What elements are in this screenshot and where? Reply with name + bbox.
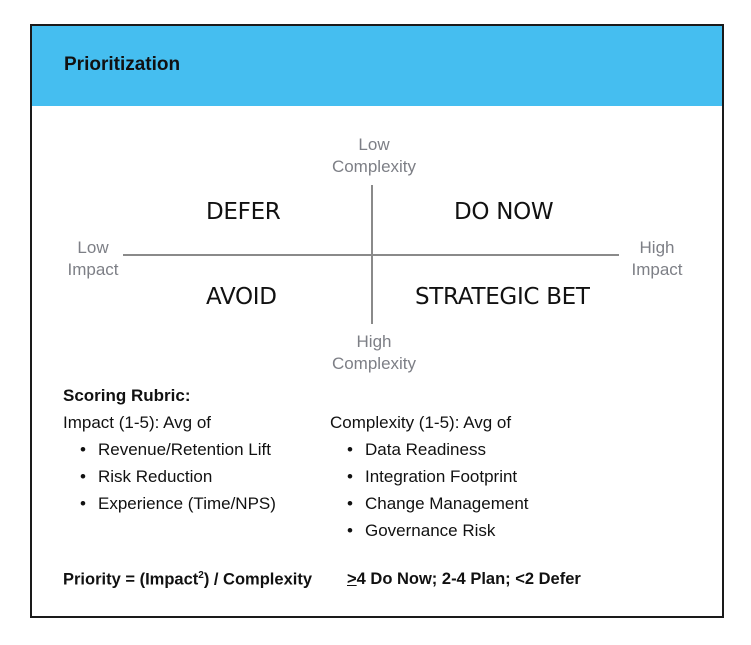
list-item: • Revenue/Retention Lift — [80, 436, 276, 463]
axis-label-right: High Impact — [622, 237, 692, 281]
complexity-item-text: Data Readiness — [365, 440, 486, 459]
impact-item-text: Revenue/Retention Lift — [98, 440, 271, 459]
axis-label-right-line2: Impact — [631, 260, 683, 279]
list-item: • Governance Risk — [347, 517, 529, 544]
complexity-item-text: Integration Footprint — [365, 467, 518, 486]
axis-label-bottom-line2: Complexity — [331, 354, 417, 373]
bullet-icon: • — [347, 440, 353, 459]
rubric-impact: Scoring Rubric: Impact (1-5): Avg of • Re… — [63, 382, 276, 517]
impact-list: •Revenue/Retention Lift •Risk Reduction … — [80, 436, 276, 517]
list-item: • Risk Reduction — [80, 463, 276, 490]
axis-label-top-line2: Complexity — [331, 157, 417, 176]
formula-suffix: ) / Complexity — [203, 570, 312, 589]
axis-label-top: Low Complexity — [324, 134, 424, 178]
list-item: • Experience (Time/NPS) — [80, 490, 276, 517]
list-item: • Data Readiness — [347, 436, 529, 463]
threshold-text: 4 Do Now; 2-4 Plan; <2 Defer — [356, 570, 581, 588]
prioritization-card — [30, 24, 724, 618]
axis-label-right-line1: High — [639, 238, 675, 257]
quadrant-do-now: DO NOW — [454, 199, 554, 225]
quadrant-defer: DEFER — [206, 199, 281, 225]
bullet-icon: • — [347, 467, 353, 486]
axis-label-left-line2: Impact — [67, 260, 119, 279]
rubric-title: Scoring Rubric: — [63, 386, 191, 405]
priority-thresholds: >4 Do Now; 2-4 Plan; <2 Defer — [347, 570, 581, 589]
formula-prefix: Priority = (Impact — [63, 570, 199, 589]
bullet-icon: • — [347, 521, 353, 540]
axis-label-left: Low Impact — [58, 237, 128, 281]
quadrant-strategic-bet: STRATEGIC BET — [415, 284, 590, 310]
complexity-axis-line — [371, 185, 373, 324]
axis-label-bottom: High Complexity — [324, 331, 424, 375]
bullet-icon: • — [80, 494, 86, 513]
list-item: • Change Management — [347, 490, 529, 517]
impact-heading: Impact (1-5): Avg of — [63, 413, 212, 432]
priority-formula: Priority = (Impact2) / Complexity — [63, 570, 312, 590]
bullet-icon: • — [80, 440, 86, 459]
bullet-icon: • — [80, 467, 86, 486]
complexity-heading: Complexity (1-5): Avg of — [330, 413, 512, 432]
axis-label-bottom-line1: High — [356, 332, 392, 351]
quadrant-avoid: AVOID — [206, 284, 277, 310]
complexity-item-text: Change Management — [365, 494, 529, 513]
header-bar: Prioritization — [32, 26, 722, 106]
axis-label-top-line1: Low — [358, 135, 390, 154]
impact-item-text: Risk Reduction — [98, 467, 213, 486]
rubric-complexity: Complexity (1-5): Avg of • Data Readiness… — [330, 409, 529, 544]
bullet-icon: • — [347, 494, 353, 513]
axis-label-left-line1: Low — [77, 238, 109, 257]
complexity-list: • Data Readiness • Integration Footprint •… — [347, 436, 529, 544]
greater-equal-icon: > — [347, 570, 357, 588]
list-item: • Integration Footprint — [347, 463, 529, 490]
page-title: Prioritization — [64, 54, 181, 75]
impact-item-text: Experience (Time/NPS) — [98, 494, 276, 513]
complexity-item-text: Governance Risk — [365, 521, 496, 540]
formula-superscript: 2 — [198, 570, 204, 581]
